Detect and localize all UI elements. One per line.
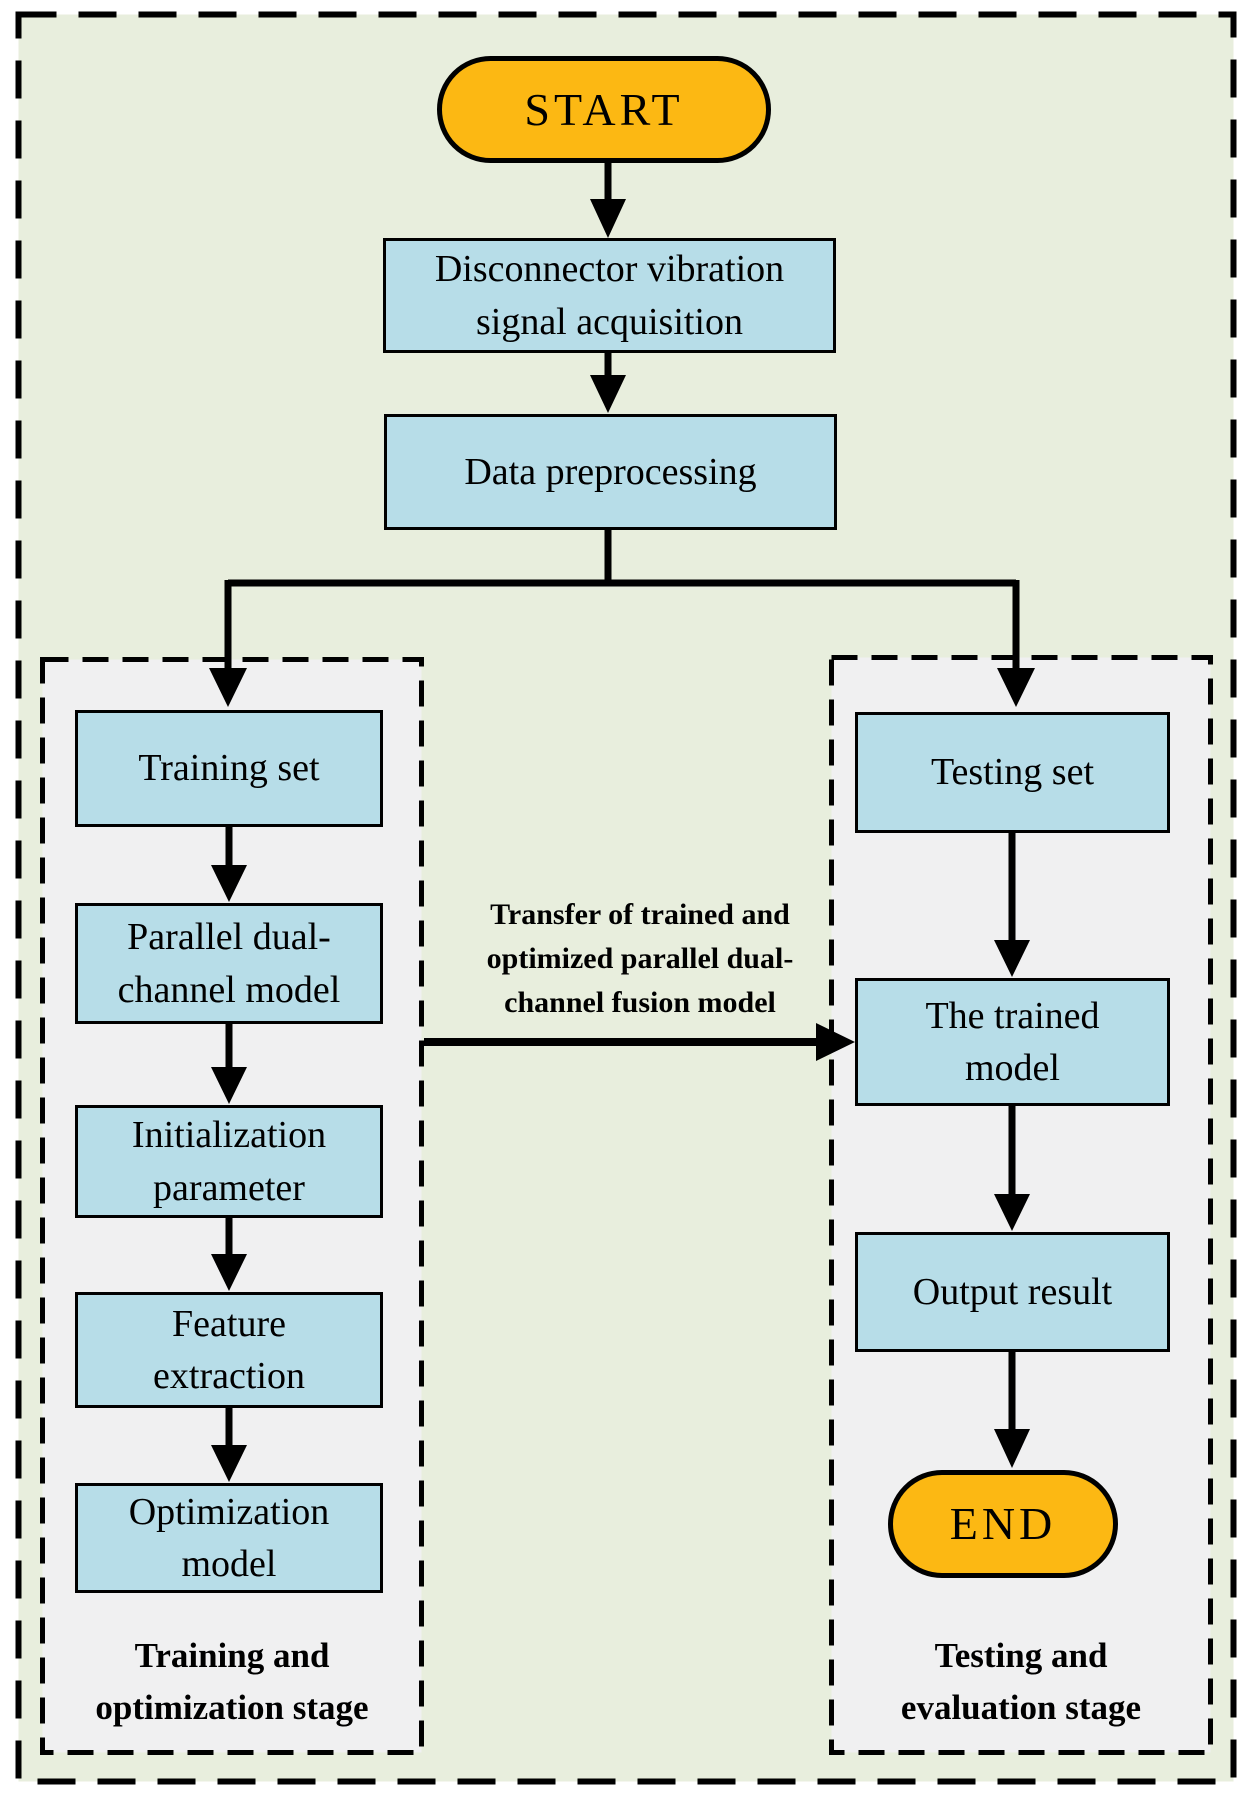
node-data-preprocessing: Data preprocessing <box>384 414 837 530</box>
arrowhead-down-icon <box>211 865 247 902</box>
transfer-arrow-label: Transfer of trained and optimized parall… <box>486 898 794 1020</box>
testing-stage-label: Testing and evaluation stage <box>900 1636 1142 1727</box>
arrowhead-down-icon <box>211 1067 247 1104</box>
arrowhead-down-icon <box>590 375 626 413</box>
node-trained-model: The trained model <box>855 978 1170 1106</box>
arrowhead-right-icon <box>816 1023 855 1061</box>
node-training-set: Training set <box>75 710 383 827</box>
arrowhead-down-icon <box>209 668 247 707</box>
node-optimization-model: Optimization model <box>75 1483 383 1593</box>
node-signal-acquisition: Disconnector vibration signal acquisitio… <box>383 238 836 353</box>
arrowhead-down-icon <box>997 668 1035 707</box>
node-start: START <box>437 56 771 163</box>
arrowheads <box>209 199 1035 1482</box>
node-feature-extraction: Feature extraction <box>75 1292 383 1408</box>
arrowhead-down-icon <box>590 199 626 238</box>
node-initialization-parameter: Initialization parameter <box>75 1105 383 1218</box>
arrowhead-down-icon <box>994 1429 1030 1468</box>
training-stage-label: Training and optimization stage <box>95 1636 369 1727</box>
node-testing-set: Testing set <box>855 712 1170 833</box>
arrowhead-down-icon <box>211 1254 247 1291</box>
arrowhead-down-icon <box>994 1194 1030 1231</box>
arrowhead-down-icon <box>994 940 1030 977</box>
branch-preprocessing-split <box>224 528 1020 669</box>
arrowhead-down-icon <box>211 1445 247 1482</box>
node-output-result: Output result <box>855 1232 1170 1352</box>
connector-lines <box>224 160 1020 1446</box>
node-end: END <box>888 1470 1118 1578</box>
node-parallel-dual-channel-model: Parallel dual- channel model <box>75 903 383 1024</box>
